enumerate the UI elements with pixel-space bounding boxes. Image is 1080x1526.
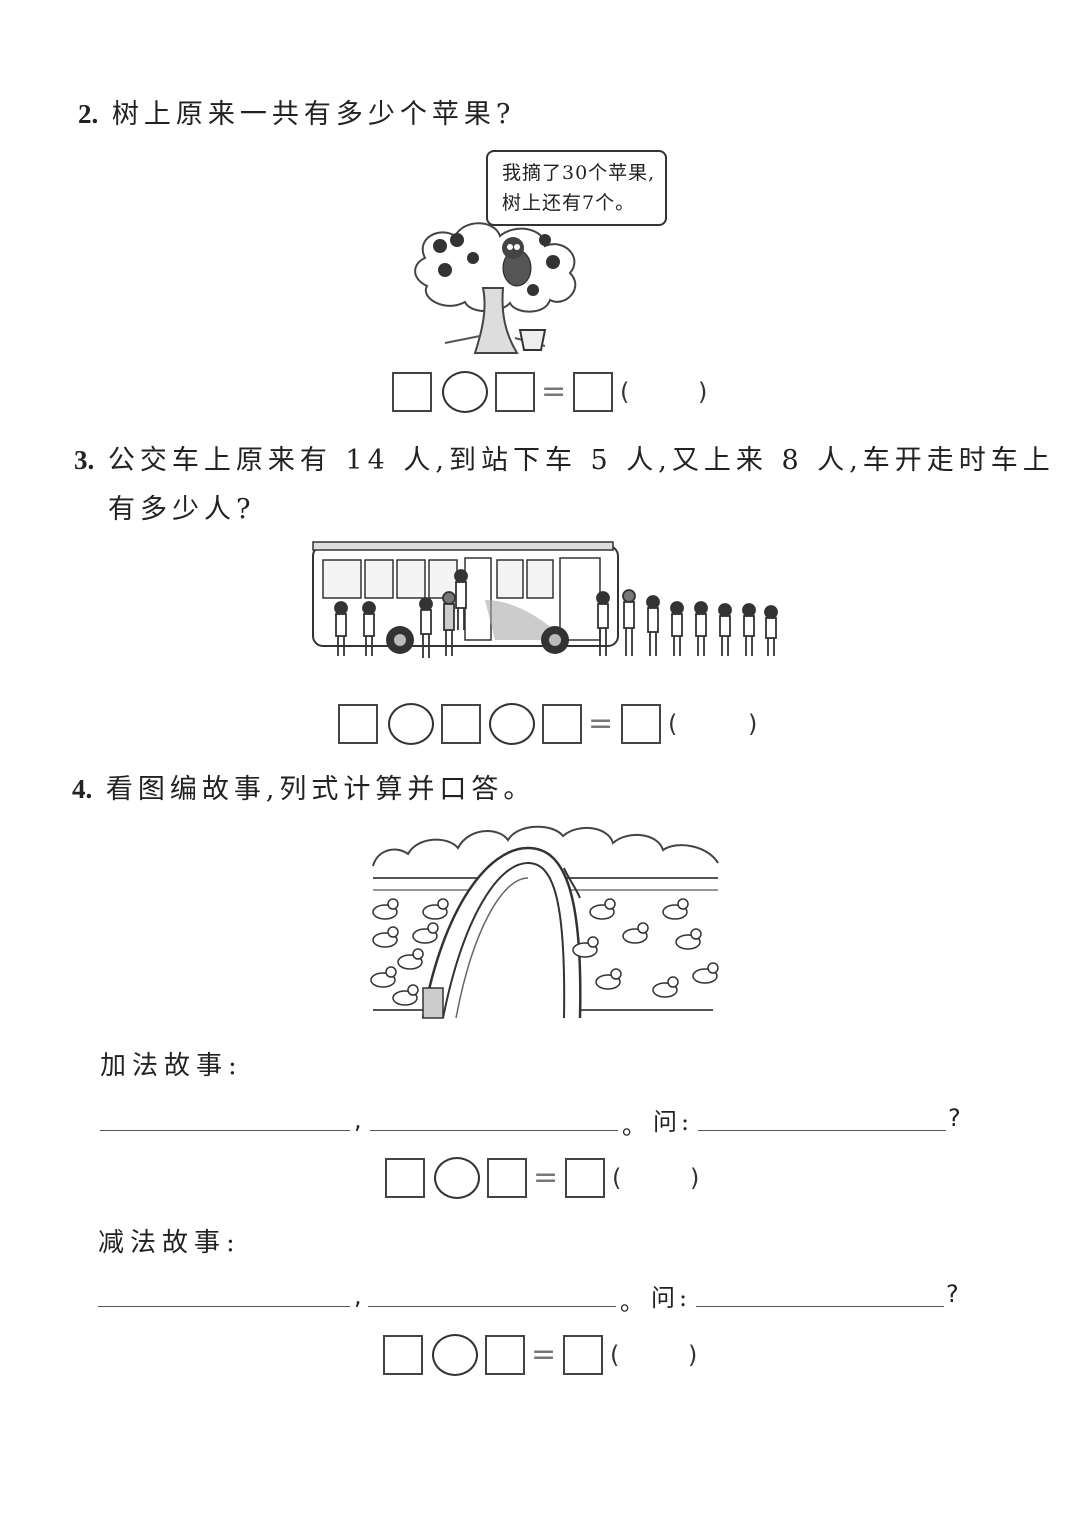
- ask-label: 问:: [651, 1284, 692, 1312]
- unit-paren-close: ): [688, 1341, 698, 1369]
- unit-paren-open: (: [668, 710, 678, 738]
- question-text: 树上原来一共有多少个苹果?: [111, 99, 516, 130]
- answer-box[interactable]: [542, 704, 582, 744]
- bridge-ducks-illustration: [370, 825, 719, 1019]
- unit-paren-close: ): [698, 378, 708, 406]
- operator-circle[interactable]: [442, 371, 488, 413]
- answer-box[interactable]: [383, 1335, 423, 1375]
- answer-box[interactable]: [392, 372, 432, 412]
- subtraction-story-label: 减法故事:: [98, 1228, 241, 1258]
- blank-line[interactable]: [100, 1130, 350, 1131]
- question-3-prompt-line-2: 有多少人?: [108, 494, 256, 525]
- addition-story-label: 加法故事:: [100, 1051, 243, 1081]
- answer-box[interactable]: [573, 372, 613, 412]
- answer-box[interactable]: [385, 1158, 425, 1198]
- operator-circle[interactable]: [432, 1334, 478, 1376]
- question-mark: ?: [946, 1280, 959, 1308]
- bus-illustration: [312, 541, 778, 658]
- equals-sign: =: [531, 1337, 557, 1372]
- operator-circle[interactable]: [434, 1157, 480, 1199]
- blank-line[interactable]: [98, 1306, 350, 1307]
- comma: ,: [354, 1282, 362, 1310]
- answer-box[interactable]: [487, 1158, 527, 1198]
- unit-paren-close: ): [748, 710, 758, 738]
- question-text-line-1: 公交车上原来有 14 人,到站下车 5 人,又上来 8 人,车开走时车上: [107, 445, 1055, 476]
- bubble-line-2: 树上还有7个。: [502, 192, 636, 214]
- unit-paren-open: (: [620, 378, 630, 406]
- answer-box[interactable]: [338, 704, 378, 744]
- question-4-prompt: 4. 看图编故事,列式计算并口答。: [72, 767, 535, 806]
- period: 。: [622, 1112, 646, 1140]
- period: 。: [620, 1288, 644, 1316]
- equals-sign: =: [541, 374, 567, 409]
- comma: ,: [354, 1106, 362, 1134]
- answer-box[interactable]: [441, 704, 481, 744]
- equals-sign: =: [588, 706, 614, 741]
- question-2-prompt: 2. 树上原来一共有多少个苹果?: [78, 92, 515, 131]
- question-mark: ?: [948, 1104, 961, 1132]
- blank-line[interactable]: [698, 1130, 946, 1131]
- answer-box[interactable]: [563, 1335, 603, 1375]
- answer-box[interactable]: [485, 1335, 525, 1375]
- answer-box[interactable]: [621, 704, 661, 744]
- ask-label: 问:: [653, 1108, 694, 1136]
- answer-box[interactable]: [495, 372, 535, 412]
- blank-line[interactable]: [370, 1130, 618, 1131]
- equals-sign: =: [533, 1160, 559, 1195]
- answer-box[interactable]: [565, 1158, 605, 1198]
- question-number: 3.: [74, 445, 95, 475]
- question-number: 4.: [72, 774, 93, 804]
- blank-line[interactable]: [696, 1306, 944, 1307]
- apple-tree-illustration: [414, 222, 577, 354]
- unit-paren-close: ): [690, 1164, 700, 1192]
- blank-line[interactable]: [368, 1306, 616, 1307]
- operator-circle[interactable]: [388, 703, 434, 745]
- question-number: 2.: [78, 99, 99, 129]
- unit-paren-open: (: [610, 1341, 620, 1369]
- operator-circle[interactable]: [489, 703, 535, 745]
- bubble-line-1: 我摘了30个苹果,: [502, 162, 656, 184]
- speech-bubble: 我摘了30个苹果, 树上还有7个。: [486, 150, 668, 226]
- question-3-prompt: 3. 公交车上原来有 14 人,到站下车 5 人,又上来 8 人,车开走时车上: [74, 438, 1055, 477]
- question-text: 看图编故事,列式计算并口答。: [105, 774, 536, 805]
- unit-paren-open: (: [612, 1164, 622, 1192]
